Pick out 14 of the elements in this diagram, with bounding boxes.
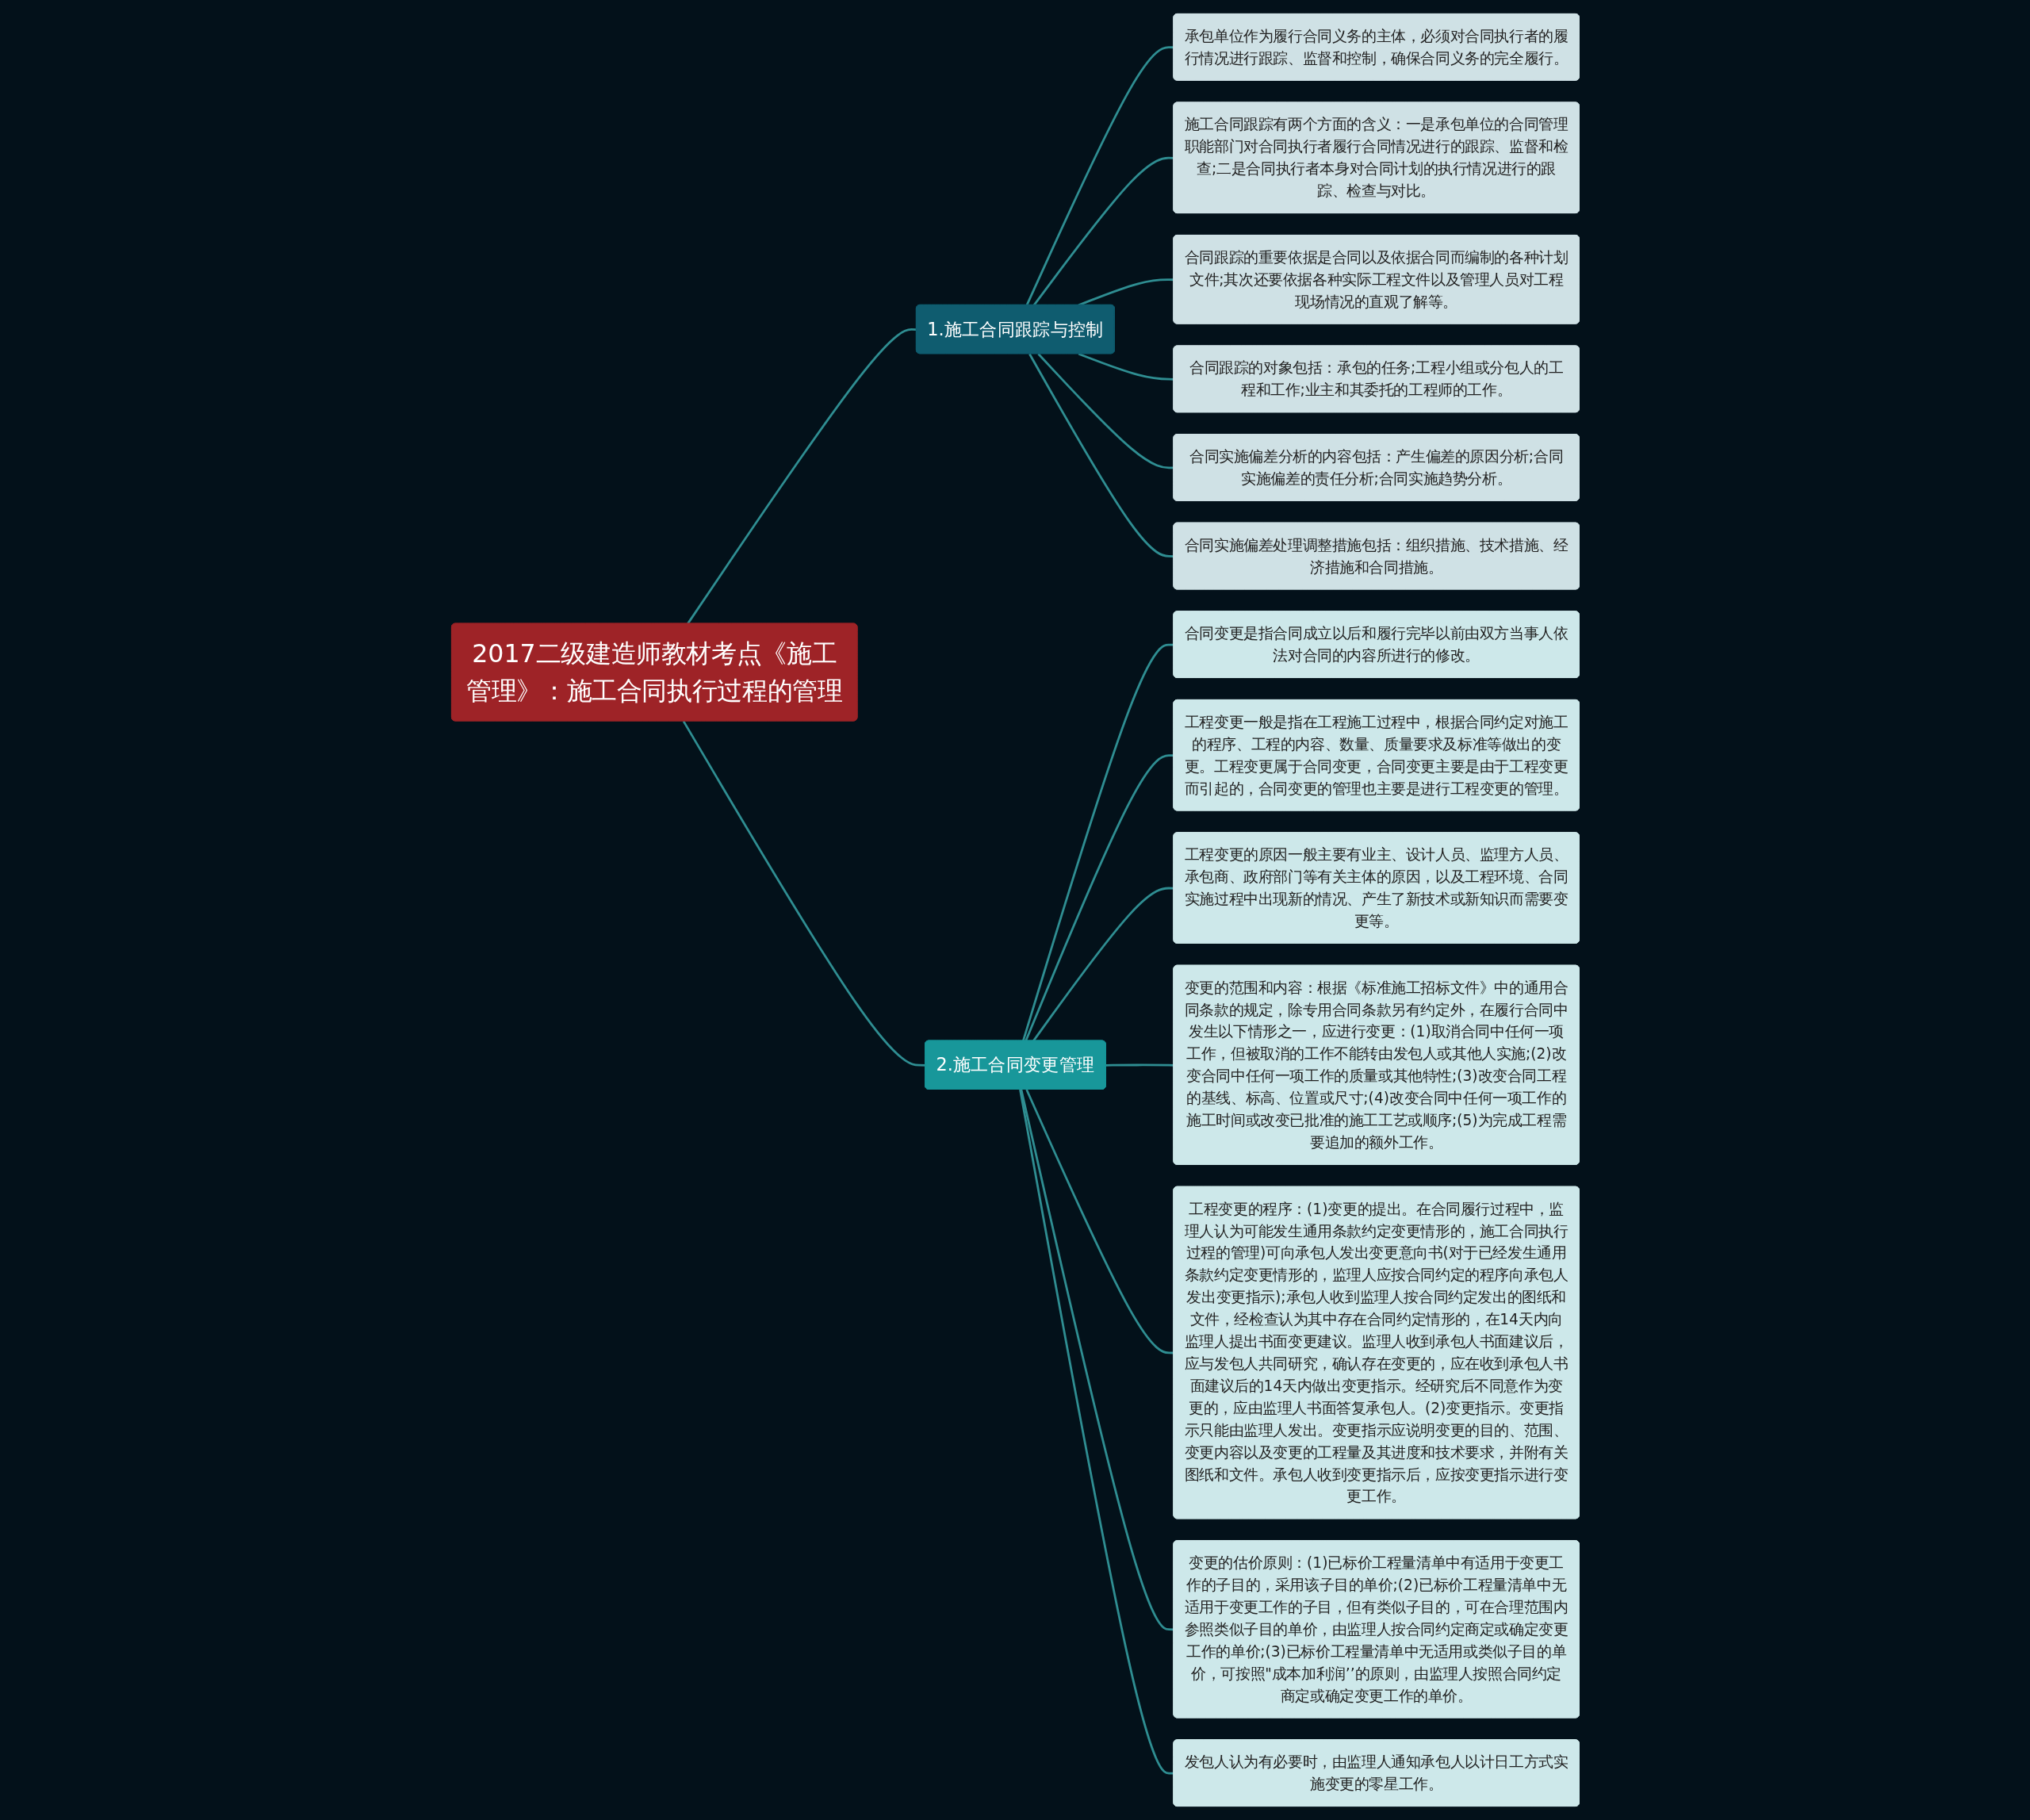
connector xyxy=(1028,353,1174,557)
connector xyxy=(1025,46,1174,306)
connector xyxy=(1024,754,1174,1042)
connector xyxy=(1021,643,1174,1041)
connector xyxy=(1105,1063,1174,1067)
connector xyxy=(682,720,925,1067)
connector xyxy=(686,328,917,625)
connector xyxy=(1032,156,1174,306)
connector xyxy=(1025,1089,1174,1354)
connector xyxy=(1018,1089,1174,1775)
connector xyxy=(1020,1089,1174,1631)
connector xyxy=(1037,353,1174,469)
connector xyxy=(1078,352,1174,381)
connector xyxy=(1032,887,1174,1042)
